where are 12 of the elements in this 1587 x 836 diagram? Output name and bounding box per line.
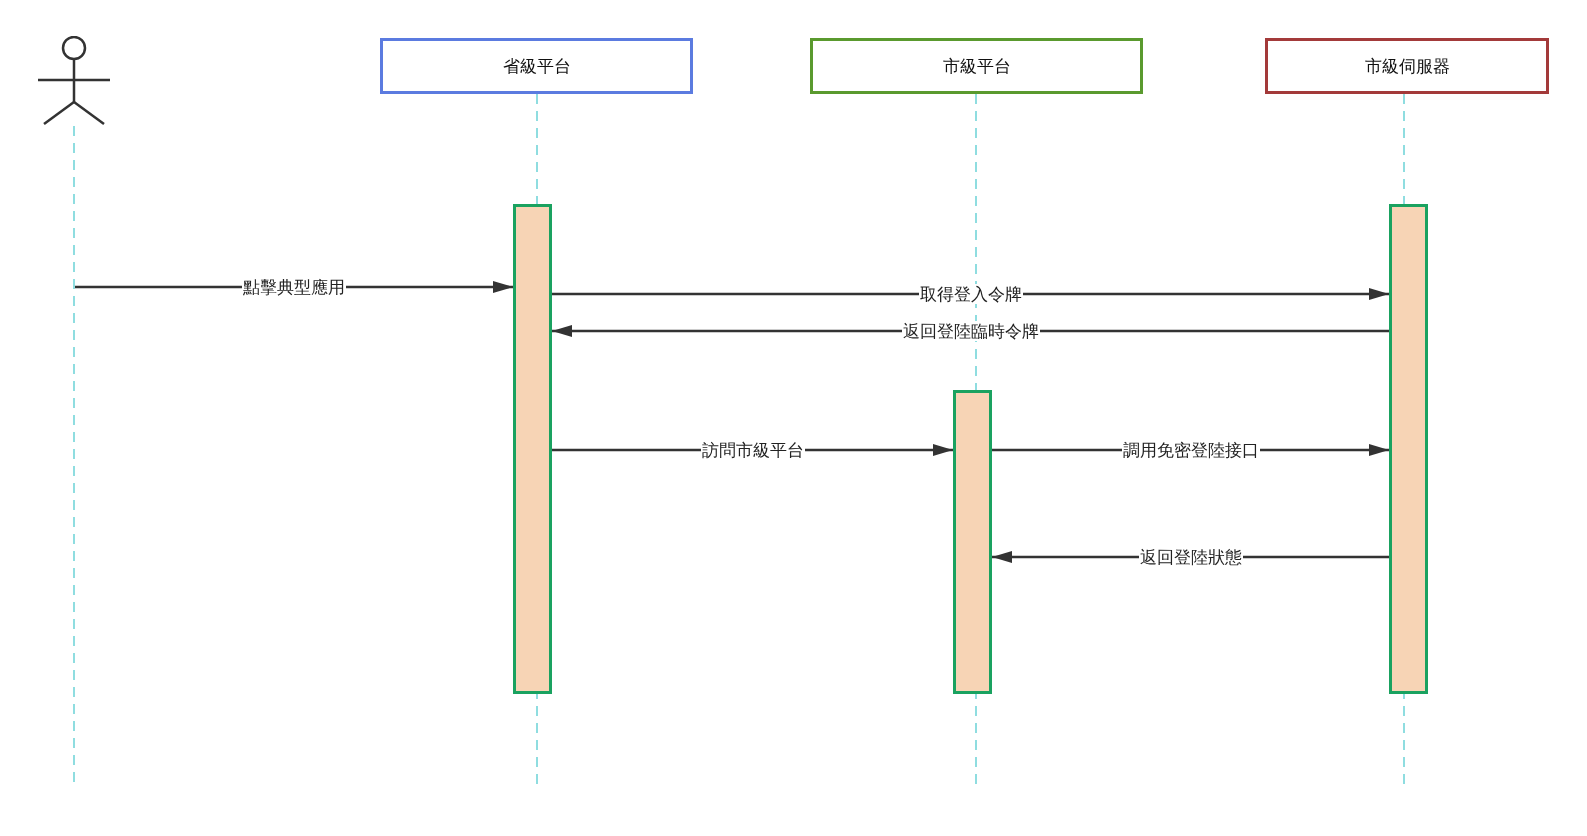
participant-box: 市級平台 [810, 38, 1143, 94]
edge-label: 訪問市級平台 [700, 440, 805, 460]
activation-bar [1389, 204, 1428, 694]
edge-label: 點擊典型應用 [241, 277, 346, 297]
edge-label: 調用免密登陸接口 [1121, 440, 1260, 460]
activation-bar [513, 204, 552, 694]
edge-label: 取得登入令牌 [918, 284, 1023, 304]
edge-label: 返回登陸臨時令牌 [901, 321, 1040, 341]
participant-box: 市級伺服器 [1265, 38, 1549, 94]
participant-box: 省級平台 [380, 38, 693, 94]
edge-label: 返回登陸狀態 [1138, 547, 1243, 567]
activation-bar [953, 390, 992, 694]
